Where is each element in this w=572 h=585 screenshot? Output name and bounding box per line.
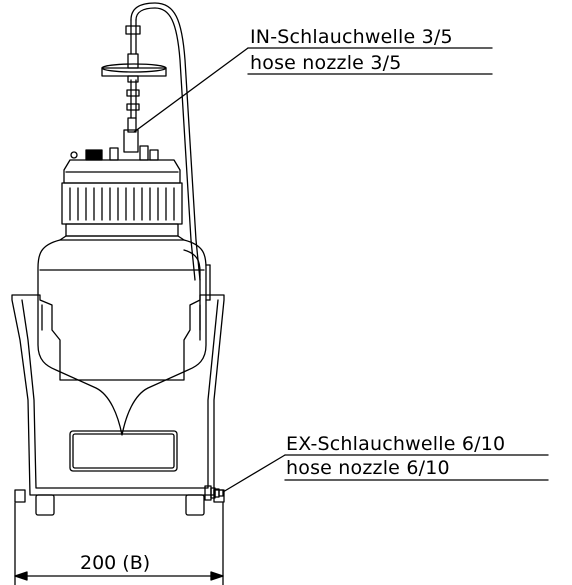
- in-hose-nozzle: [101, 19, 167, 153]
- width-dimension-label: 200 (B): [80, 552, 151, 574]
- ex-callout-leader: [222, 454, 549, 493]
- in-callout-label-de: IN-Schlauchwelle 3/5: [250, 26, 453, 48]
- lid-cap: [61, 145, 183, 237]
- ex-hose-nozzle: [204, 485, 224, 501]
- frame-stand: [11, 294, 225, 496]
- hose: [130, 2, 201, 281]
- label-recess: [69, 430, 178, 472]
- feet: [14, 489, 225, 516]
- in-callout-label-en: hose nozzle 3/5: [250, 52, 402, 74]
- ex-callout-label-en: hose nozzle 6/10: [286, 457, 450, 479]
- canister-body: [37, 235, 211, 436]
- ex-callout-label-de: EX-Schlauchwelle 6/10: [286, 433, 506, 455]
- width-dimension: [14, 502, 224, 585]
- in-callout-leader: [133, 47, 493, 133]
